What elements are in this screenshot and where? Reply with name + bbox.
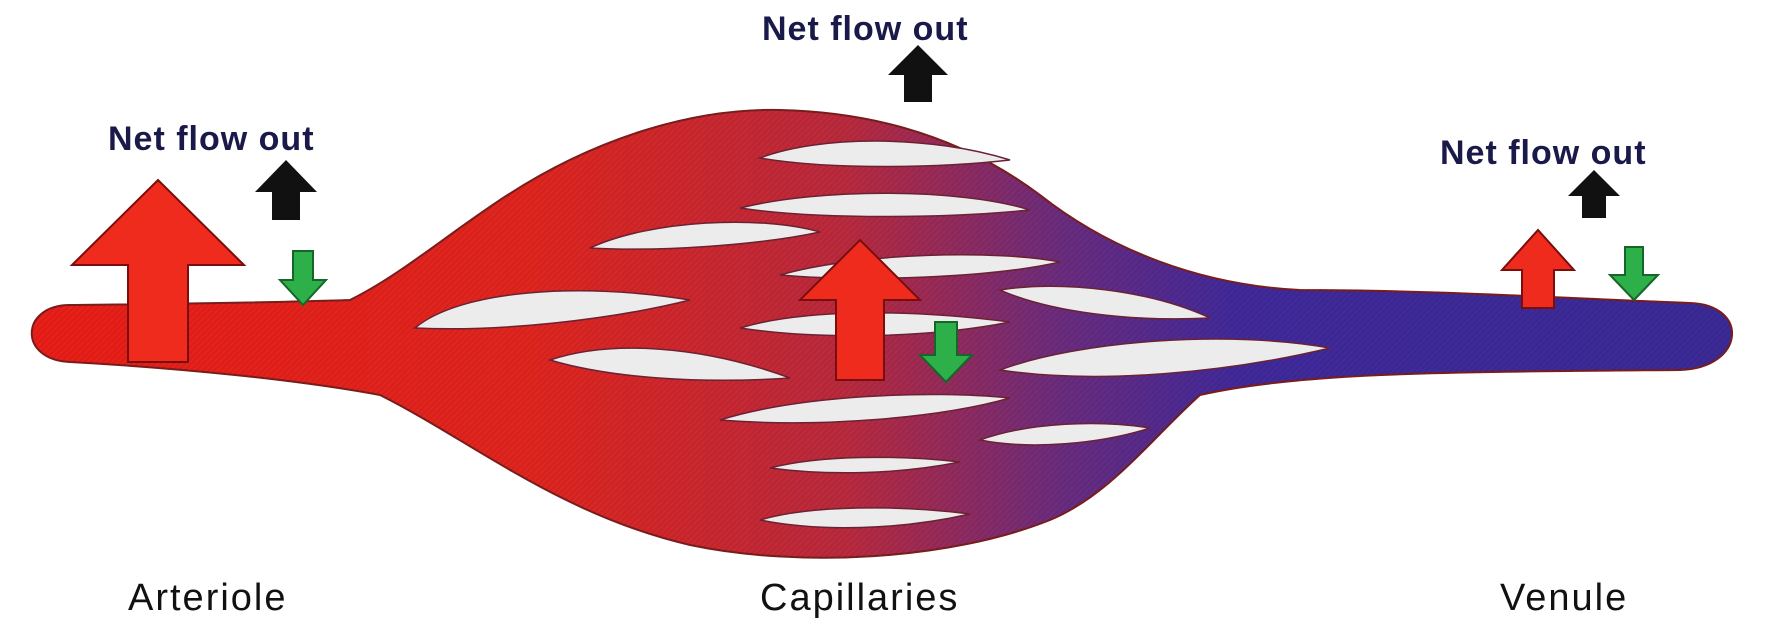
- arteriole-label: Arteriole: [128, 577, 288, 619]
- net-flow-arrow-icon: [888, 45, 948, 102]
- venule-label: Venule: [1500, 577, 1628, 619]
- reabsorption-arrow-icon: [1610, 247, 1658, 300]
- venule-arrows: [1502, 170, 1658, 308]
- capillaries-label: Capillaries: [760, 577, 959, 619]
- net-flow-out-label-center: Net flow out: [762, 10, 969, 48]
- net-flow-out-label-left: Net flow out: [108, 120, 315, 158]
- net-flow-arrow-icon: [255, 160, 317, 220]
- reabsorption-arrow-icon: [280, 251, 326, 305]
- net-flow-arrow-icon: [1568, 170, 1620, 218]
- net-flow-out-label-right: Net flow out: [1440, 134, 1647, 172]
